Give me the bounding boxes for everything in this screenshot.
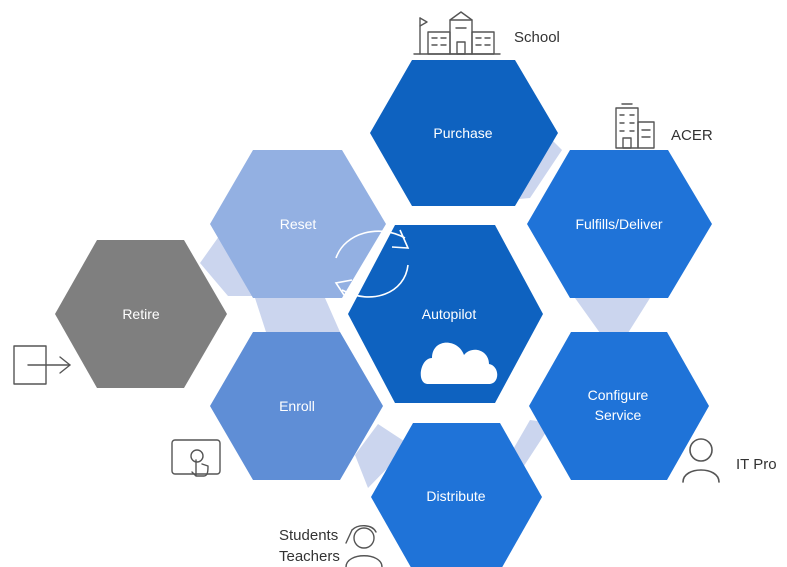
school-building-icon — [413, 11, 501, 55]
exit-arrow-icon — [13, 345, 71, 385]
cycle-arrows-icon — [334, 229, 410, 299]
teachers-label: Teachers — [279, 548, 340, 565]
connector-distribute-enroll — [355, 424, 410, 488]
touch-tablet-icon — [171, 439, 221, 477]
it-pro-label: IT Pro — [736, 456, 777, 473]
hex-enroll: Enroll — [210, 332, 383, 480]
configure-label-line1: Configure — [588, 387, 649, 403]
hex-purchase: Purchase — [370, 60, 558, 206]
hex-retire: Retire — [55, 240, 227, 388]
connector-fulfills-configure — [575, 298, 650, 333]
acer-label: ACER — [671, 127, 713, 144]
hex-configure: Configure Service — [529, 332, 709, 480]
students-label: Students — [279, 527, 338, 544]
autopilot-label: Autopilot — [422, 306, 477, 322]
hex-fulfills: Fulfills/Deliver — [527, 150, 712, 298]
connector-enroll-reset — [255, 298, 340, 332]
retire-label: Retire — [122, 306, 160, 322]
hex-reset: Reset — [210, 150, 386, 298]
person-icon — [682, 438, 720, 483]
distribute-label: Distribute — [426, 488, 485, 504]
cloud-icon — [420, 342, 498, 384]
configure-label-line2: Service — [595, 407, 642, 423]
fulfills-label: Fulfills/Deliver — [575, 216, 662, 232]
office-building-icon — [615, 103, 655, 149]
hex-distribute: Distribute — [371, 423, 542, 567]
hex-autopilot: Autopilot — [348, 225, 543, 403]
student-icon — [345, 525, 383, 567]
enroll-label: Enroll — [279, 398, 315, 414]
reset-label: Reset — [280, 216, 317, 232]
school-label: School — [514, 29, 560, 46]
purchase-label: Purchase — [433, 125, 492, 141]
